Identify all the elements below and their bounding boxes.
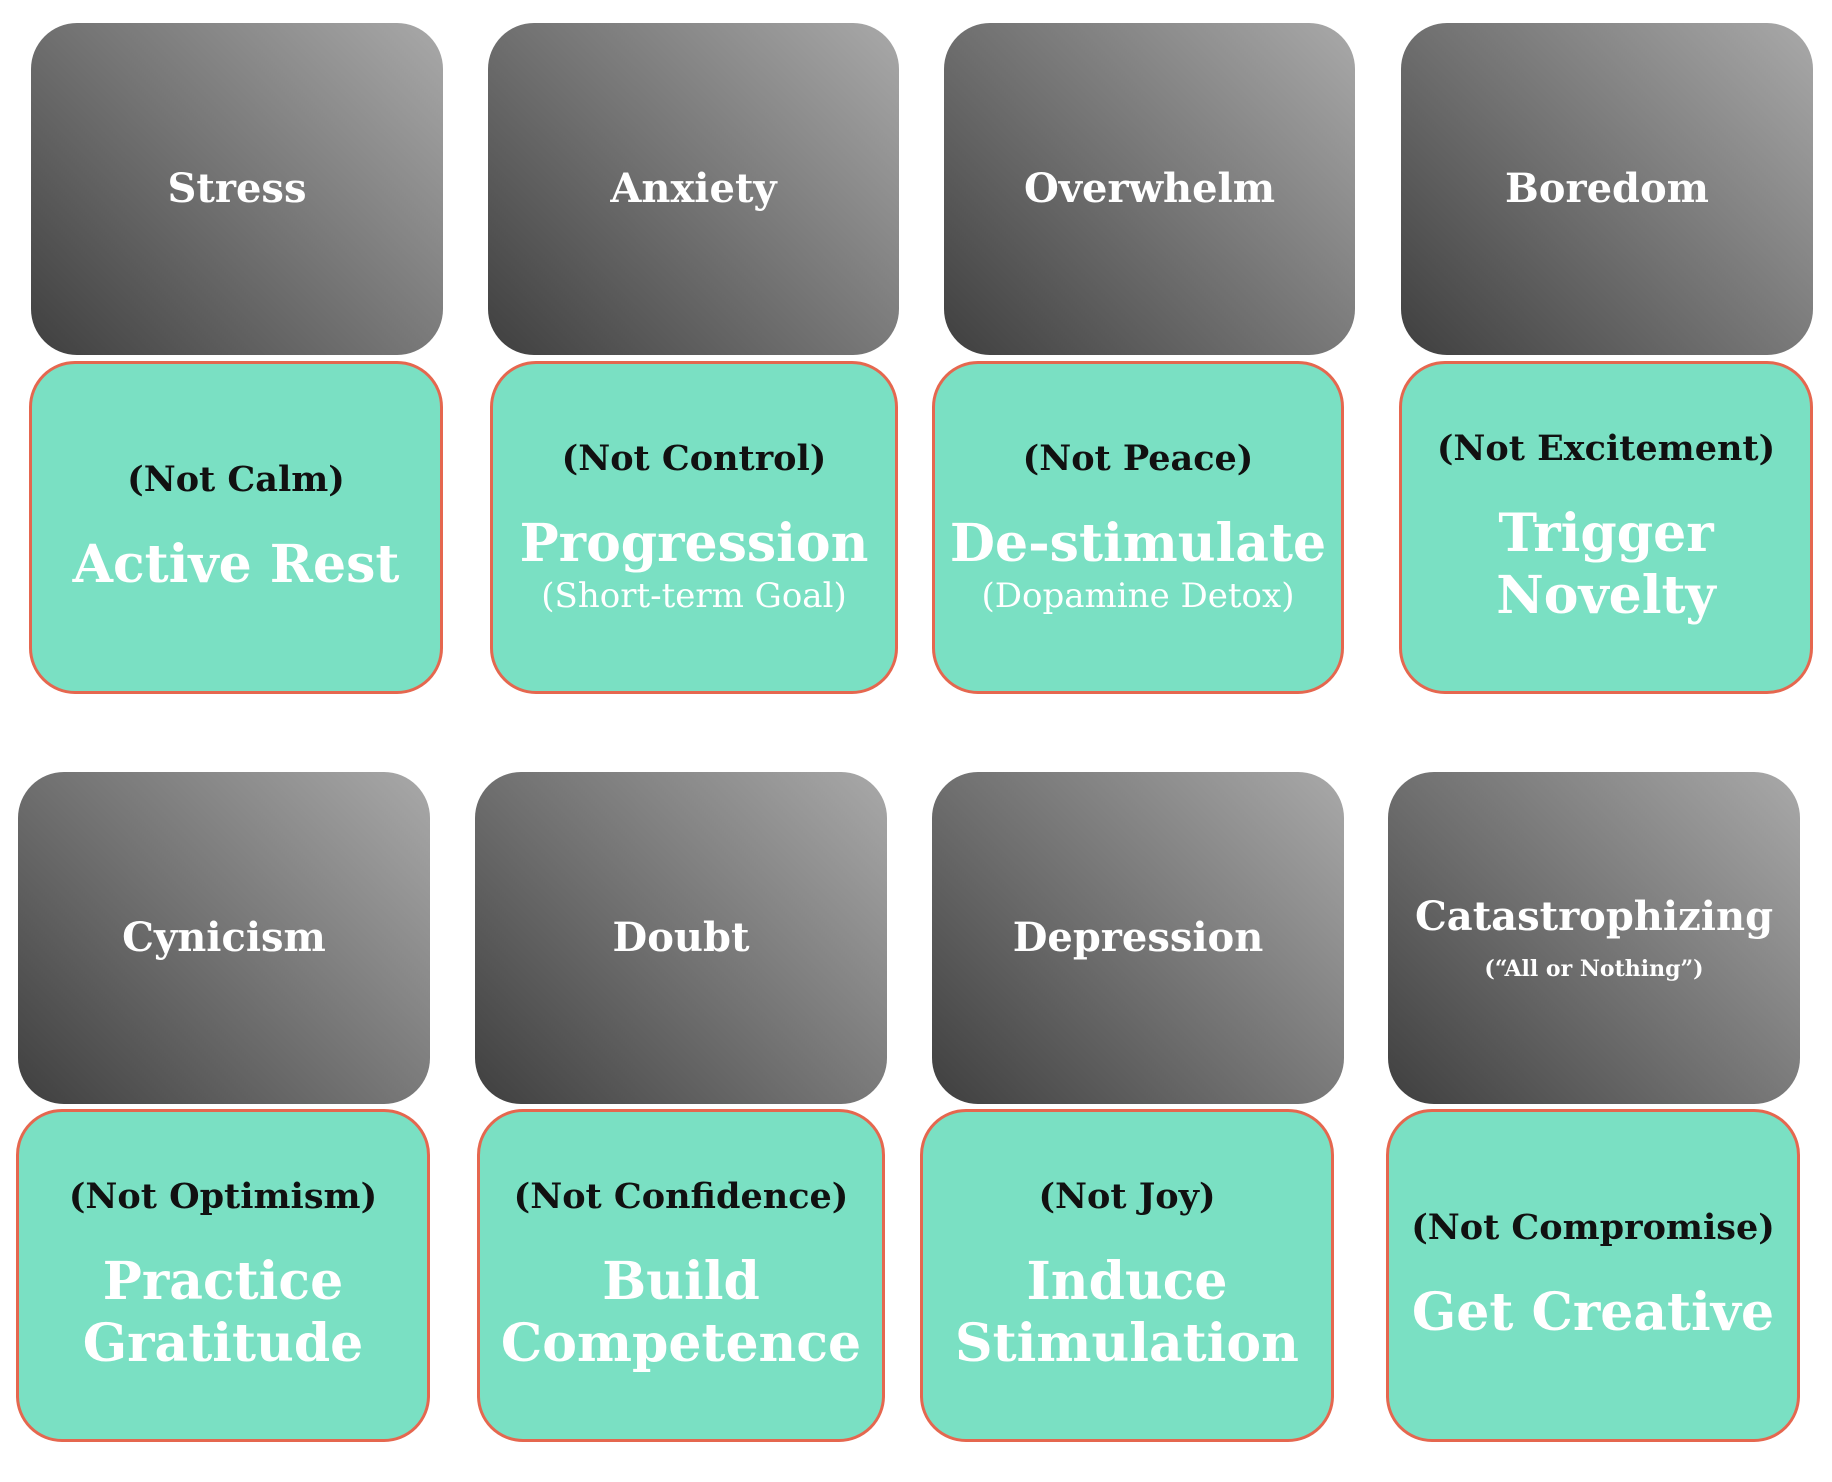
action-label: Progression [519, 513, 869, 575]
state-card-stress: Stress [31, 23, 443, 355]
remedy-card-build-competence: (Not Confidence) Build Competence [477, 1109, 885, 1442]
not-label: (Not Optimism) [68, 1175, 378, 1217]
not-label: (Not Excitement) [1436, 427, 1776, 469]
detail-label: (Dopamine Detox) [981, 575, 1295, 616]
remedy-card-practice-gratitude: (Not Optimism) Practice Gratitude [16, 1109, 430, 1442]
action-label: De-stimulate [949, 513, 1327, 575]
remedy-card-get-creative: (Not Compromise) Get Creative [1386, 1109, 1800, 1442]
detail-label: (Short-term Goal) [541, 575, 847, 616]
state-card-anxiety: Anxiety [488, 23, 899, 355]
state-sub-label: (“All or Nothing”) [1484, 956, 1704, 982]
state-card-cynicism: Cynicism [18, 772, 430, 1104]
state-label: Catastrophizing [1414, 893, 1774, 940]
state-card-overwhelm: Overwhelm [944, 23, 1355, 355]
not-label: (Not Calm) [127, 458, 345, 500]
state-card-catastrophizing: Catastrophizing (“All or Nothing”) [1388, 772, 1800, 1104]
remedy-card-trigger-novelty: (Not Excitement) Trigger Novelty [1399, 361, 1813, 694]
state-label: Stress [167, 165, 307, 212]
state-card-doubt: Doubt [475, 772, 887, 1104]
remedy-card-induce-stimulation: (Not Joy) Induce Stimulation [920, 1109, 1334, 1442]
not-label: (Not Peace) [1022, 438, 1254, 480]
state-card-depression: Depression [932, 772, 1344, 1104]
remedy-card-progression: (Not Control) Progression (Short-term Go… [490, 361, 898, 694]
not-label: (Not Confidence) [513, 1175, 849, 1217]
action-label: Practice Gratitude [82, 1250, 364, 1374]
action-label: Trigger Novelty [1496, 502, 1716, 626]
state-label: Cynicism [122, 914, 326, 961]
not-label: (Not Compromise) [1411, 1206, 1775, 1248]
state-label: Anxiety [610, 165, 777, 212]
state-label: Overwhelm [1023, 165, 1276, 212]
action-label: Induce Stimulation [955, 1250, 1299, 1374]
state-label: Doubt [612, 914, 750, 961]
action-label: Get Creative [1411, 1281, 1775, 1343]
state-label: Boredom [1505, 165, 1709, 212]
state-label: Depression [1012, 914, 1264, 961]
not-label: (Not Joy) [1038, 1175, 1216, 1217]
remedy-card-de-stimulate: (Not Peace) De-stimulate (Dopamine Detox… [932, 361, 1344, 694]
state-card-boredom: Boredom [1401, 23, 1813, 355]
action-label: Active Rest [72, 533, 400, 595]
action-label: Build Competence [500, 1250, 862, 1374]
remedy-card-active-rest: (Not Calm) Active Rest [29, 361, 443, 694]
not-label: (Not Control) [561, 438, 827, 480]
